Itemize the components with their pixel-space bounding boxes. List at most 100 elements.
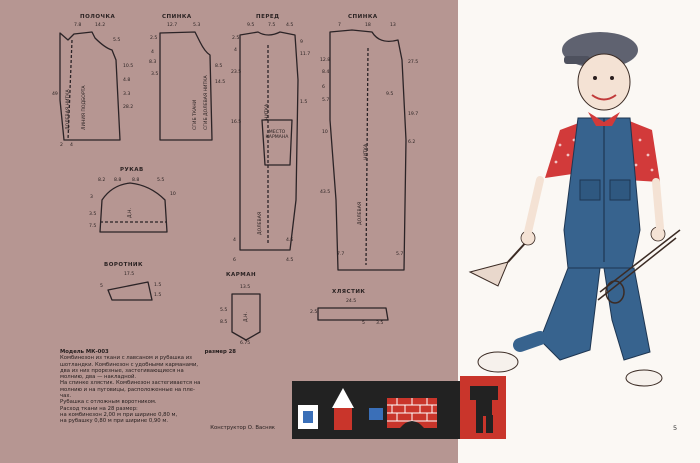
- tab-outline: [317, 307, 389, 321]
- description-line: два из них прорезные, застегивающиеся на: [60, 367, 184, 374]
- description-line: Рубашка с отложным воротником.: [60, 399, 157, 406]
- back-top-mark-2: СГИБ ДОЛЕВАЯ НИТКА: [204, 75, 209, 130]
- dim-label: 19.7: [408, 112, 419, 117]
- description-line: чах.: [60, 393, 72, 400]
- page-number: 5: [673, 424, 678, 432]
- front-trousers-title: ПЕРЕД: [256, 14, 280, 20]
- dim-label: 5.3: [193, 23, 201, 28]
- dim-label: 49: [52, 92, 58, 97]
- back-trousers-outline: [329, 29, 407, 271]
- dim-label: 28.2: [123, 105, 134, 110]
- description-line: на комбинезон 2,00 м при ширине 0,80 м,: [60, 411, 178, 418]
- dim-label: 4.8: [123, 78, 131, 83]
- dim-label: 5.5: [113, 38, 121, 43]
- model-description: Модель МК-003 размер 28 Комбинезон из тк…: [60, 349, 280, 431]
- description-line: молнию, два — накладной.: [60, 374, 137, 381]
- front-trousers-mark-2: ДОЛЕВАЯ: [258, 211, 263, 235]
- front-trousers-pocket-mark: МЕСТО КАРМАНА: [265, 130, 289, 140]
- dim-label: 17.5: [124, 272, 135, 277]
- dim-label: 5.7: [322, 98, 330, 103]
- description-line: молнию и на пуговицы, расположенные на п…: [60, 386, 195, 393]
- dim-label: 6: [322, 85, 325, 90]
- model-header: Модель МК-003 размер 28: [60, 349, 236, 355]
- pocket-outline: [231, 293, 261, 341]
- dim-label: 16.5: [231, 120, 242, 125]
- front-top-mark-1: ЛИНИЯ ПОДБОРТА: [82, 85, 87, 130]
- dim-label: 43.5: [320, 190, 331, 195]
- dim-label: 1.5: [154, 293, 162, 298]
- illustration-panel: [458, 0, 700, 463]
- description-line: Расход ткани на 28 размер:: [60, 405, 138, 412]
- dim-label: 4: [151, 50, 154, 55]
- dim-label: 18: [365, 23, 371, 28]
- dim-label: 10: [322, 130, 328, 135]
- dim-label: 7: [338, 23, 341, 28]
- back-top-outline: [159, 31, 213, 141]
- dim-label: 12.8: [320, 58, 331, 63]
- pocket-title: КАРМАН: [226, 272, 257, 278]
- pocket-mark: Д.Н.: [244, 312, 249, 322]
- collar-title: ВОРОТНИК: [104, 262, 144, 268]
- dim-label: 6.2: [408, 140, 416, 145]
- dim-label: 7.7: [337, 252, 345, 257]
- dim-label: 13.5: [240, 285, 251, 290]
- sleeve-outline: [99, 182, 168, 233]
- dim-label: 5: [100, 284, 103, 289]
- back-trousers-mark-2: ДОЛЕВАЯ: [358, 201, 363, 225]
- front-top-mark-2: ДОЛЕВАЯ НИТКА: [66, 89, 71, 130]
- dim-label: 1.5: [154, 283, 162, 288]
- back-trousers-title: СПИНКА: [348, 14, 378, 20]
- back-top-mark-1: СГИБ ТКАНИ: [193, 99, 198, 130]
- dim-label: 11.7: [300, 52, 311, 57]
- dim-label: 23.5: [231, 70, 242, 75]
- dim-label: 4.6: [286, 238, 294, 243]
- dim-label: 2: [60, 143, 63, 148]
- front-top-facing: [67, 39, 73, 141]
- dim-label: 13: [390, 23, 396, 28]
- dim-label: 8.5: [220, 320, 228, 325]
- dim-label: 3.5: [89, 212, 97, 217]
- dim-label: 2.5: [150, 36, 158, 41]
- dim-label: 6.75: [240, 341, 251, 346]
- dim-label: 6: [233, 258, 236, 263]
- front-trousers-outline: [239, 31, 299, 251]
- dim-label: 10.5: [123, 64, 134, 69]
- description-line: шотландки. Комбинезон с удобными кармана…: [60, 361, 199, 368]
- dim-label: 9: [300, 40, 303, 45]
- dim-label: 12.7: [167, 23, 178, 28]
- description-line: на рубашку 0,80 м при ширине 0,90 м.: [60, 418, 169, 425]
- back-trousers-line: [365, 47, 369, 266]
- dim-label: 4: [233, 238, 236, 243]
- dim-label: 3.3: [123, 92, 131, 97]
- dim-label: 7.5: [268, 23, 276, 28]
- description-line: Комбинезон из ткани с лавсаном и рубашка…: [60, 355, 192, 362]
- collar-outline: [107, 281, 153, 301]
- front-trousers-pocket: [261, 119, 293, 166]
- dim-label: 2.5: [232, 36, 240, 41]
- dim-label: 5.5: [220, 308, 228, 313]
- front-top-outline: [59, 31, 121, 141]
- sleeve-mark: Д.Н.: [128, 208, 133, 218]
- dim-label: 2.5: [310, 310, 318, 315]
- dim-label: 8.2: [98, 178, 106, 183]
- designer-signature: Конструктор О. Васняк: [210, 424, 275, 431]
- tab-title: ХЛЯСТИК: [332, 289, 366, 295]
- dim-label: 8.8: [132, 178, 140, 183]
- dim-label: 9.5: [386, 92, 394, 97]
- description-line: На спинке хлястик. Комбинезон застегивае…: [60, 380, 201, 387]
- model-size: размер 28: [204, 349, 236, 355]
- dim-label: 10: [170, 192, 176, 197]
- dim-label: 8.5: [215, 64, 223, 69]
- dim-label: 7.8: [74, 23, 82, 28]
- back-trousers-mark-1: НИТКА: [364, 143, 369, 160]
- dim-label: 8.8: [114, 178, 122, 183]
- dim-label: 24.5: [346, 299, 357, 304]
- back-top-title: СПИНКА: [162, 14, 192, 20]
- dim-label: 3.5: [151, 72, 159, 77]
- front-top-title: ПОЛОЧКА: [80, 14, 116, 20]
- dim-label: 9.5: [247, 23, 255, 28]
- dim-label: 8.3: [149, 60, 157, 65]
- dim-label: 14.5: [215, 80, 226, 85]
- dim-label: 4: [234, 48, 237, 53]
